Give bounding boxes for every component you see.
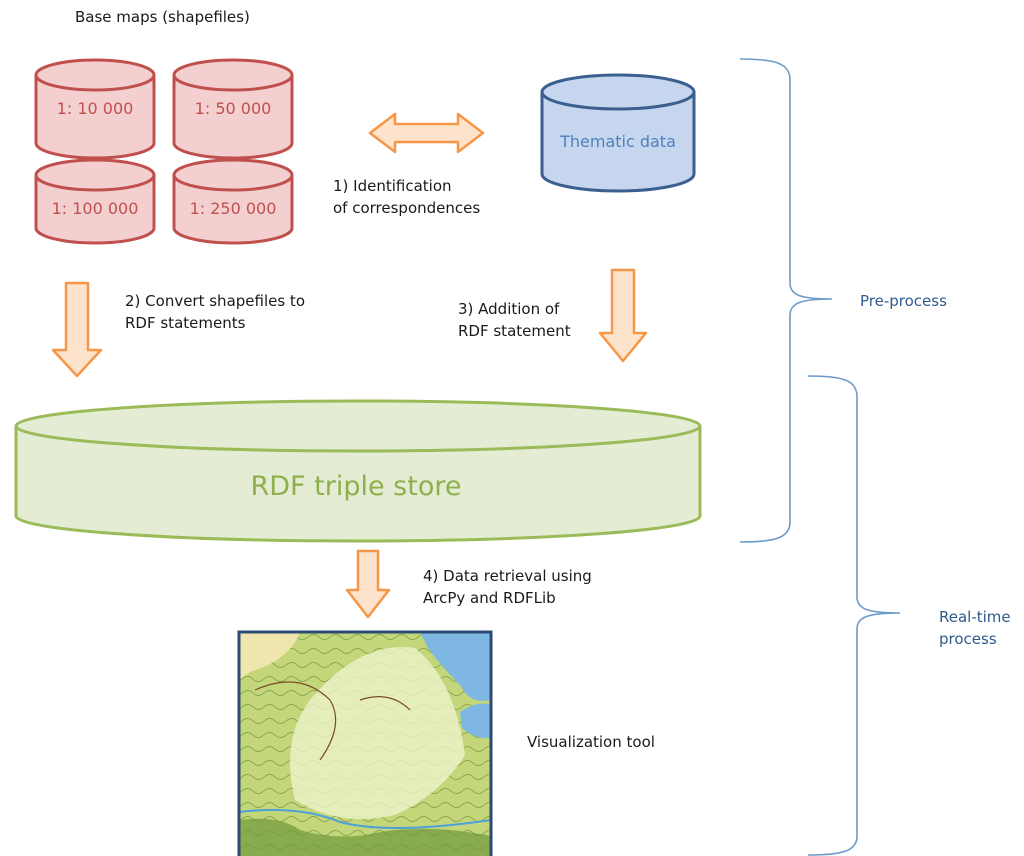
scale-label-1: 1: 10 000: [57, 99, 134, 118]
base-map-cylinder-3: [34, 158, 156, 245]
down-arrow-step2: [51, 281, 103, 378]
pre-process-brace: [739, 58, 833, 543]
step1-line1: 1) Identification: [333, 177, 452, 195]
step2-label: 2) Convert shapefiles to RDF statements: [125, 290, 305, 334]
visualization-label: Visualization tool: [527, 733, 655, 751]
double-arrow: [368, 112, 485, 154]
scale-label-3: 1: 100 000: [52, 199, 139, 218]
thematic-data-label: Thematic data: [559, 132, 676, 151]
real-time-line2: process: [939, 630, 997, 648]
step3-line2: RDF statement: [458, 322, 571, 340]
real-time-label: Real-time process: [939, 606, 1011, 650]
base-map-cylinder-2: [172, 58, 294, 160]
scale-label-4: 1: 250 000: [190, 199, 277, 218]
step3-label: 3) Addition of RDF statement: [458, 298, 571, 342]
step3-line1: 3) Addition of: [458, 300, 560, 318]
thematic-data-cylinder: [540, 73, 696, 193]
step2-line2: RDF statements: [125, 314, 246, 332]
down-arrow-step3: [598, 268, 648, 363]
rdf-triple-store: [14, 399, 702, 543]
pre-process-label: Pre-process: [860, 292, 947, 310]
real-time-line1: Real-time: [939, 608, 1011, 626]
step1-line2: of correspondences: [333, 199, 481, 217]
map-image: [239, 632, 491, 856]
real-time-brace: [807, 375, 901, 856]
map-frame: [237, 630, 493, 856]
base-map-cylinder-4: [172, 158, 294, 245]
down-arrow-step4: [345, 549, 391, 619]
rdf-triple-store-label: RDF triple store: [251, 471, 462, 502]
step4-line2: ArcPy and RDFLib: [423, 589, 556, 607]
step4-line1: 4) Data retrieval using: [423, 567, 592, 585]
step4-label: 4) Data retrieval using ArcPy and RDFLib: [423, 565, 592, 609]
step2-line1: 2) Convert shapefiles to: [125, 292, 305, 310]
base-map-cylinder-1: [34, 58, 156, 160]
scale-label-2: 1: 50 000: [195, 99, 272, 118]
base-maps-title: Base maps (shapefiles): [75, 8, 250, 26]
step1-label: 1) Identification of correspondences: [333, 175, 480, 219]
